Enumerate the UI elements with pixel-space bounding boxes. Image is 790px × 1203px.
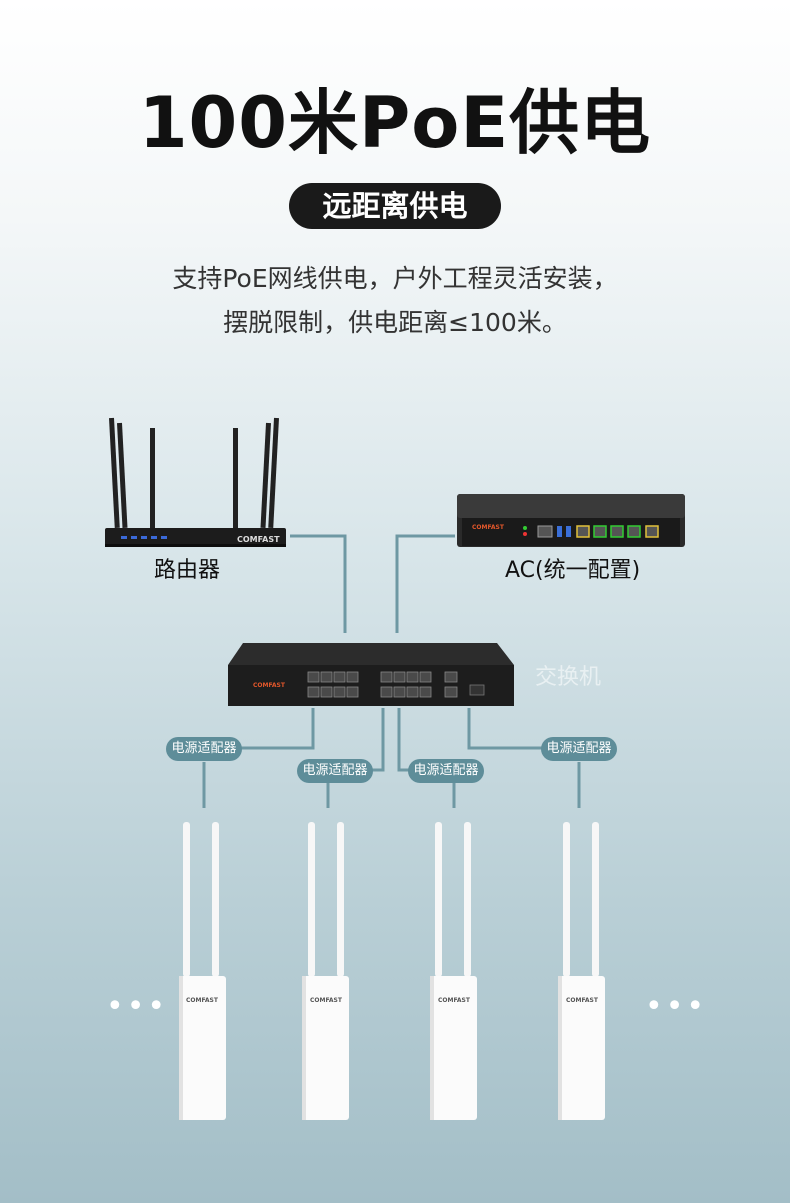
ac-brand: COMFAST <box>472 524 505 531</box>
ac-line <box>395 534 455 633</box>
router-label: 路由器 <box>154 558 221 583</box>
ap-brand: COMFAST <box>438 997 471 1004</box>
adapter-label-4: 电源适配器 <box>541 737 617 761</box>
ap-brand: COMFAST <box>310 997 343 1004</box>
switch-brand: COMFAST <box>253 682 286 689</box>
access-point-3: COMFAST <box>430 822 477 1120</box>
description-line-2: 摆脱限制，供电距离≤100米。 <box>223 308 567 337</box>
more-devices-right: ••• <box>645 989 708 1024</box>
adapter-line-4 <box>467 708 544 750</box>
router-line <box>290 534 347 633</box>
switch-label: 交换机 <box>535 665 602 690</box>
ap-brand: COMFAST <box>566 997 599 1004</box>
more-devices-left: ••• <box>106 989 169 1024</box>
feature-badge: 远距离供电 <box>289 183 501 229</box>
access-point-1: COMFAST <box>179 822 226 1120</box>
adapter-label-2: 电源适配器 <box>297 759 373 783</box>
connection-lines <box>202 534 581 808</box>
access-point-4: COMFAST <box>558 822 605 1120</box>
description-line-1: 支持PoE网线供电，户外工程灵活安装， <box>172 264 618 293</box>
ap-brand: COMFAST <box>186 997 219 1004</box>
adapter-line-3 <box>397 708 410 772</box>
adapter-line-1 <box>240 708 315 750</box>
ac-label: AC(统一配置) <box>505 558 641 583</box>
adapter-label-1: 电源适配器 <box>166 737 242 761</box>
ac-controller-image: COMFAST <box>457 494 685 547</box>
access-points: COMFAST COMFAST COMFAST COMFAST <box>179 822 605 1120</box>
access-point-2: COMFAST <box>302 822 349 1120</box>
router-image: COMFAST <box>105 417 286 547</box>
adapter-line-2 <box>372 708 385 772</box>
router-brand: COMFAST <box>237 535 280 544</box>
switch-image: COMFAST <box>228 643 514 706</box>
page-title: 100米PoE供电 <box>138 82 652 164</box>
adapter-label-3: 电源适配器 <box>408 759 484 783</box>
